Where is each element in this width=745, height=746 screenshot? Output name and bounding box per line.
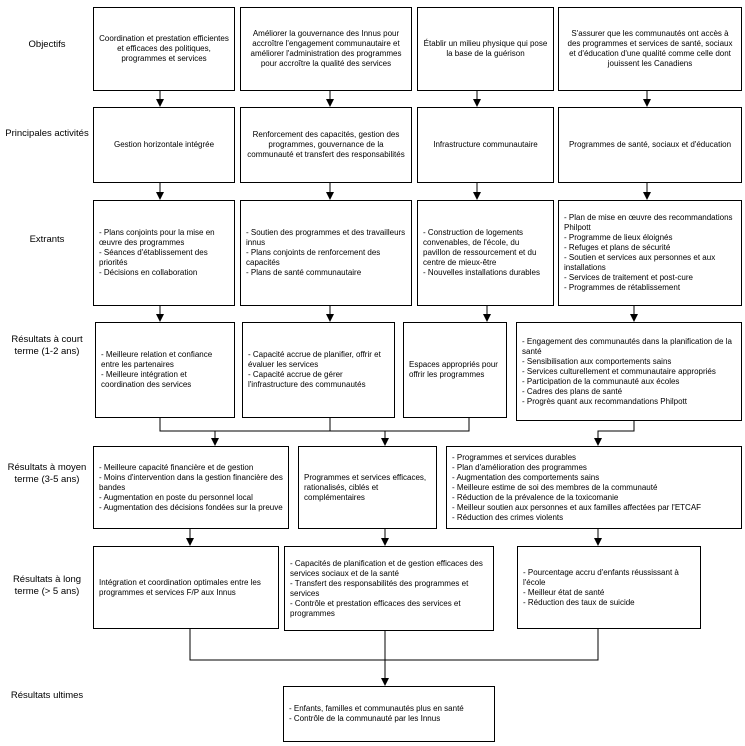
list-item: - Pourcentage accru d'enfants réussissan… <box>523 567 679 587</box>
list-item: - Participation de la communauté aux éco… <box>522 376 680 386</box>
activite-text: Programmes de santé, sociaux et d'éducat… <box>568 140 732 149</box>
moyen-terme-box: - Meilleure capacité financière et de ge… <box>93 446 289 529</box>
row-label-moyen-terme: Résultats à moyen terme (3-5 ans) <box>7 462 87 485</box>
list-item: - Services de traitement et post-cure <box>564 273 693 282</box>
list-item: Intégration et coordination optimales en… <box>99 577 261 597</box>
list-item: - Capacités de planification et de gesti… <box>290 558 483 578</box>
list-item: - Meilleure estime de soi des membres de… <box>452 482 658 492</box>
list-item: - Services culturellement et communautai… <box>522 366 716 376</box>
moyen-terme-box: Programmes et services efficaces, ration… <box>298 446 437 529</box>
list-item: Programmes et services efficaces, ration… <box>304 472 427 502</box>
activite-box: Infrastructure communautaire <box>417 107 554 183</box>
list-item: - Nouvelles installations durables <box>423 268 540 277</box>
list-item: Espaces appropriés pour offrir les progr… <box>409 360 498 379</box>
list-item: - Enfants, familles et communautés plus … <box>289 704 464 713</box>
activite-box: Programmes de santé, sociaux et d'éducat… <box>558 107 742 183</box>
list-item: - Refuges et plans de sécurité <box>564 243 671 252</box>
list-item: - Décisions en collaboration <box>99 268 198 277</box>
objectif-box: Coordination et prestation efficientes e… <box>93 7 235 91</box>
row-label-extrants: Extrants <box>29 234 65 245</box>
court-terme-box: Espaces appropriés pour offrir les progr… <box>403 322 507 418</box>
objectif-text: Établir un milieu physique qui pose la b… <box>423 39 548 58</box>
objectif-box: Établir un milieu physique qui pose la b… <box>417 7 554 91</box>
activite-text: Gestion horizontale intégrée <box>113 140 215 149</box>
list-item: - Moins d'intervention dans la gestion f… <box>99 472 283 492</box>
extrant-box: - Plans conjoints pour la mise en œuvre … <box>93 200 235 306</box>
court-terme-box: - Engagement des communautés dans la pla… <box>516 322 742 421</box>
list-item: - Meilleure capacité financière et de ge… <box>99 462 254 472</box>
activite-text: Infrastructure communautaire <box>433 140 538 149</box>
list-item: - Contrôle et prestation efficaces des s… <box>290 598 461 618</box>
row-label-objectifs: Objectifs <box>28 39 66 50</box>
court-terme-box: - Meilleure relation et confiance entre … <box>95 322 235 418</box>
row-label-long-terme: Résultats à long terme (> 5 ans) <box>12 574 82 597</box>
court-terme-box: - Capacité accrue de planifier, offrir e… <box>242 322 395 418</box>
row-label-activites: Principales activités <box>5 128 89 139</box>
list-item: - Meilleur soutien aux personnes et aux … <box>452 502 702 512</box>
moyen-terme-box: - Programmes et services durables - Plan… <box>446 446 742 529</box>
objectif-box: S'assurer que les communautés ont accès … <box>558 7 742 91</box>
row-label-court-terme: Résultats à court terme (1-2 ans) <box>11 334 83 357</box>
ultimes-box: - Enfants, familles et communautés plus … <box>283 686 495 742</box>
list-item: - Plans conjoints de renforcement des ca… <box>246 248 381 267</box>
list-item: - Meilleure intégration et coordination … <box>101 370 192 389</box>
extrant-box: - Plan de mise en œuvre des recommandati… <box>558 200 742 306</box>
list-item: - Programmes de rétablissement <box>564 283 681 292</box>
extrant-box: - Construction de logements convenables,… <box>417 200 554 306</box>
list-item: - Transfert des responsabilités des prog… <box>290 578 469 598</box>
activite-box: Renforcement des capacités, gestion des … <box>240 107 412 183</box>
list-item: - Plan de mise en œuvre des recommandati… <box>564 213 733 232</box>
list-item: - Séances d'établissement des priorités <box>99 248 208 267</box>
extrant-box: - Soutien des programmes et des travaill… <box>240 200 412 306</box>
list-item: - Plans conjoints pour la mise en œuvre … <box>99 228 215 247</box>
objectif-text: Améliorer la gouvernance des Innus pour … <box>250 29 402 68</box>
list-item: - Soutien et services aux personnes et a… <box>564 253 716 272</box>
list-item: - Réduction des taux de suicide <box>523 597 635 607</box>
list-item: - Augmentation en poste du personnel loc… <box>99 492 253 502</box>
row-label-ultimes: Résultats ultimes <box>10 690 84 701</box>
list-item: - Plan d'amélioration des programmes <box>452 462 587 472</box>
list-item: - Plans de santé communautaire <box>246 268 362 277</box>
list-item: - Programmes et services durables <box>452 452 577 462</box>
objectif-text: Coordination et prestation efficientes e… <box>99 34 229 63</box>
list-item: - Sensibilisation aux comportements sain… <box>522 356 672 366</box>
activite-box: Gestion horizontale intégrée <box>93 107 235 183</box>
list-item: - Augmentation des comportements sains <box>452 472 600 482</box>
list-item: - Contrôle de la communauté par les Innu… <box>289 714 441 723</box>
list-item: - Meilleur état de santé <box>523 587 605 597</box>
list-item: - Capacité accrue de gérer l'infrastruct… <box>248 370 366 389</box>
list-item: - Engagement des communautés dans la pla… <box>522 336 732 356</box>
long-terme-box: Intégration et coordination optimales en… <box>93 546 279 629</box>
long-terme-box: - Pourcentage accru d'enfants réussissan… <box>517 546 701 629</box>
list-item: - Meilleure relation et confiance entre … <box>101 350 213 369</box>
list-item: - Capacité accrue de planifier, offrir e… <box>248 350 381 369</box>
list-item: - Progrès quant aux recommandations Phil… <box>522 396 687 406</box>
list-item: - Construction de logements convenables,… <box>423 228 537 267</box>
list-item: - Réduction de la prévalence de la toxic… <box>452 492 619 502</box>
list-item: - Programme de lieux éloignés <box>564 233 673 242</box>
list-item: - Augmentation des décisions fondées sur… <box>99 502 283 512</box>
long-terme-box: - Capacités de planification et de gesti… <box>284 546 494 631</box>
objectif-box: Améliorer la gouvernance des Innus pour … <box>240 7 412 91</box>
list-item: - Soutien des programmes et des travaill… <box>246 228 406 247</box>
activite-text: Renforcement des capacités, gestion des … <box>247 130 405 159</box>
objectif-text: S'assurer que les communautés ont accès … <box>567 29 733 68</box>
list-item: - Cadres des plans de santé <box>522 386 623 396</box>
list-item: - Réduction des crimes violents <box>452 512 564 522</box>
